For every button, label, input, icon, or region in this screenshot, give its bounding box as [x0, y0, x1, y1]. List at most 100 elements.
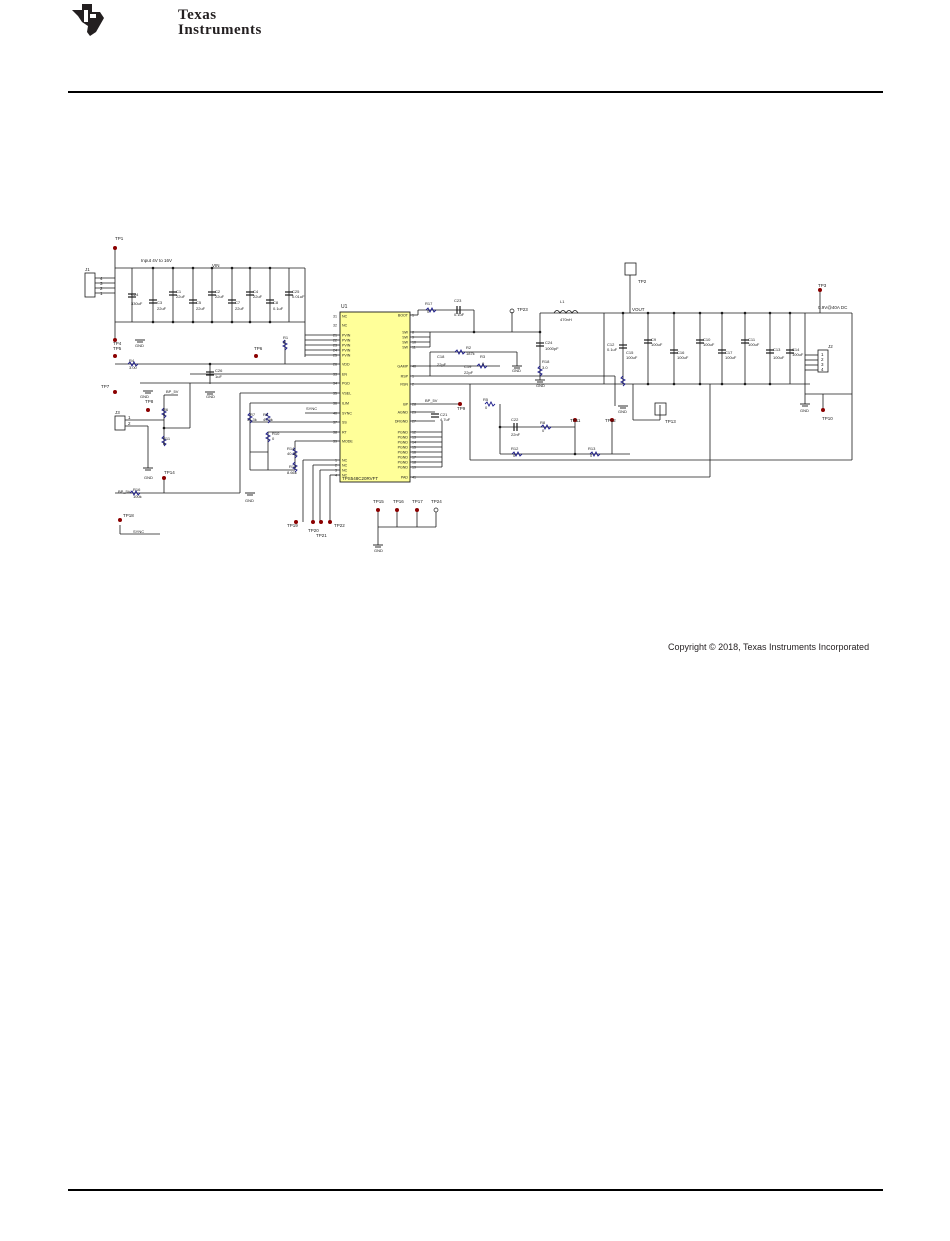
ic-pin-name: BOOT — [398, 313, 409, 317]
cap-label: C3 — [157, 300, 163, 305]
ic-pin-name: RSP — [401, 374, 409, 378]
tp-label: TP6 — [254, 346, 263, 351]
part-value: 49.9k — [263, 417, 273, 422]
ic-pin-number: 38 — [333, 430, 337, 434]
ic-pin-number: 32 — [333, 323, 337, 327]
tp-label: TP14 — [164, 470, 175, 475]
part-ref: R14 — [287, 446, 295, 451]
copyright-notice: Copyright © 2018, Texas Instruments Inco… — [668, 642, 870, 652]
net-label: SYNC — [133, 529, 144, 534]
ic-pin-number: 14 — [412, 440, 416, 444]
ic-pin-name: PGND — [398, 435, 409, 439]
ic-pin-name: PGND — [398, 455, 409, 459]
ic-pin-name: SW — [402, 335, 408, 339]
cap-label: C17 — [725, 350, 733, 355]
cap-label: C5 — [196, 300, 202, 305]
cap-label: C11 — [748, 337, 756, 342]
part-value: 0 — [427, 309, 430, 314]
ic-pin-number: 19 — [412, 465, 416, 469]
ic-pin-name: VSEL — [342, 391, 351, 395]
ic-pin-name: PGND — [398, 440, 409, 444]
connector-pin: 3 — [100, 281, 103, 286]
tp-label: TP23 — [517, 307, 528, 312]
connector-ref: J2 — [828, 344, 833, 349]
ic-pin-name: PAD — [401, 475, 409, 479]
cap-value: 100uF — [725, 355, 737, 360]
ic-pin-number: 28 — [412, 402, 416, 406]
connector-pin: 4 — [100, 276, 103, 281]
part-value: 8.66k — [287, 470, 297, 475]
tp-label: TP2 — [638, 279, 647, 284]
part-ref: C19 — [464, 364, 472, 369]
output-label: 0.9V@40A DC — [818, 305, 848, 310]
cap-label: C15 — [626, 350, 634, 355]
cap-label: C25 — [292, 289, 300, 294]
part-value: 0 — [485, 405, 488, 410]
cap-value: 100uF — [626, 355, 638, 360]
connector-pin: 2 — [821, 357, 824, 362]
ic-pin-number: 13 — [412, 435, 416, 439]
cap-value: 22uF — [215, 294, 225, 299]
gnd-label: GND — [245, 498, 254, 503]
ic-pin-name: AGND — [398, 410, 409, 414]
cap-label: C9 — [651, 337, 657, 342]
part-ref: C26 — [215, 368, 223, 373]
cap-value: 22uF — [176, 294, 186, 299]
part-ref: R4 — [129, 358, 135, 363]
part-value: 22pF — [464, 370, 474, 375]
cap-label: C12 — [607, 342, 615, 347]
ic-pin-name: PVIN — [342, 348, 351, 352]
ic-ref: U1 — [341, 304, 348, 310]
cap-value: 100uF — [748, 342, 760, 347]
vin-label: VIN — [212, 263, 220, 268]
ic-pin-number: 40 — [412, 364, 416, 368]
part-value: 1uF — [215, 374, 222, 379]
part-ref: R12 — [511, 446, 519, 451]
tp-label: TP5 — [113, 346, 122, 351]
part-value: 31.3k — [247, 417, 257, 422]
vout-label: VOUT — [632, 307, 645, 312]
ic-pin-name: PGND — [398, 430, 409, 434]
cap-label: C4 — [253, 289, 259, 294]
ic-pin-number: 15 — [412, 445, 416, 449]
tp-label: TP20 — [308, 528, 319, 533]
ic-pin-number: 8 — [412, 330, 414, 334]
part-value: 3.00 — [129, 365, 138, 370]
ic-pin-number: 35 — [333, 391, 337, 395]
ic-pin-number: 24 — [333, 348, 337, 352]
header-rule — [68, 91, 883, 93]
ic-pin-name: PGD — [342, 381, 350, 385]
cap-label: C16 — [677, 350, 685, 355]
ic-pin-number: 34 — [333, 381, 337, 385]
ic-pin-name: SW — [402, 345, 408, 349]
part-ref: R9 — [263, 412, 269, 417]
connector-pin: 1 — [100, 291, 103, 296]
ic-pin-name: VDD — [342, 362, 350, 366]
ic-pin-name: PGND — [398, 445, 409, 449]
part-value: 0 — [590, 453, 593, 458]
part-value: 0 — [482, 361, 485, 366]
tp-label: TP7 — [101, 384, 110, 389]
cap-value: 22uF — [196, 306, 206, 311]
ic-pin-name: NC — [342, 473, 348, 477]
ic-pin-number: 31 — [333, 314, 337, 318]
ic-pin-name: SW — [402, 330, 408, 334]
ic-pin-name: NC — [342, 458, 348, 462]
cap-label: C13 — [773, 347, 781, 352]
part-value: 0 — [272, 436, 275, 441]
ic-pin-name: NC — [342, 463, 348, 467]
tp-label: TP17 — [412, 499, 423, 504]
ic-pin-name: MODE — [342, 439, 353, 443]
cap-value: 100uF — [703, 342, 715, 347]
tp-label: TP3 — [818, 283, 827, 288]
schematic-diagram: U1 TPS548C20RVFT 31NC32NC21PVIN22PVIN23P… — [84, 236, 853, 553]
cap-value: 100uF — [792, 352, 804, 357]
part-ref: R7 — [250, 412, 256, 417]
ic-pin-number: 41 — [412, 475, 416, 479]
ic-pin-name: SYNC — [342, 411, 352, 415]
input-label: Input 4V to 16V — [141, 258, 172, 263]
part-value: 0 — [283, 340, 286, 345]
cap-label: C8 — [273, 300, 279, 305]
cap-value: 0.01uF — [292, 294, 305, 299]
cap-value: 0.1uF — [607, 347, 618, 352]
